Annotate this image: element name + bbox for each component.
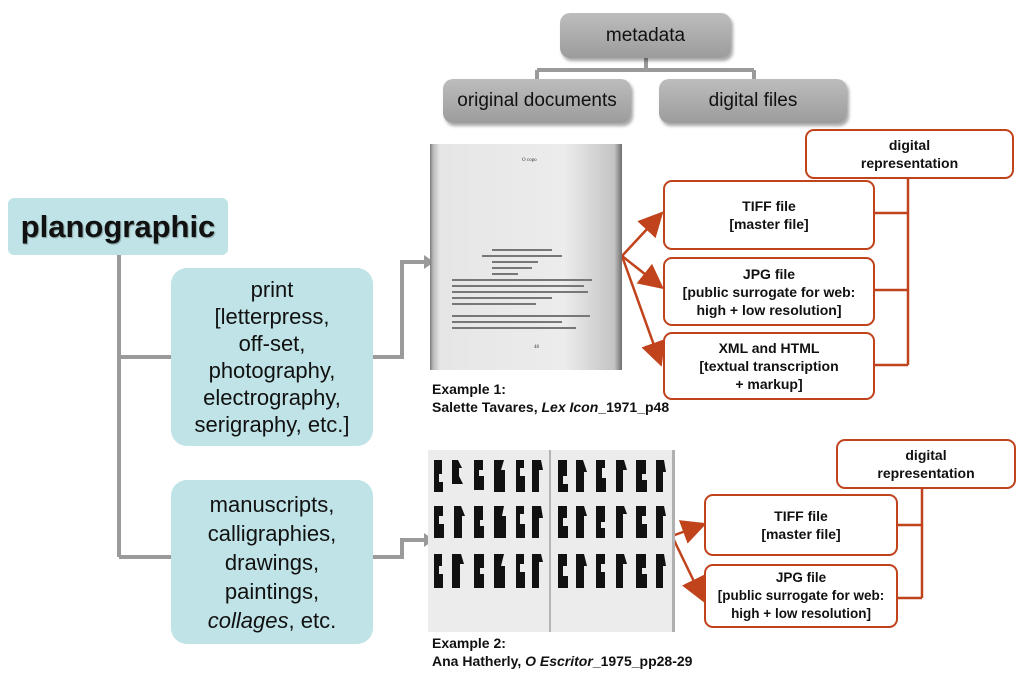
manuscripts-line: paintings,	[224, 578, 320, 604]
example2-digital-representation-box: digital representation	[836, 439, 1016, 489]
example2-orange-lines	[670, 487, 924, 603]
digital-line: digital	[905, 447, 947, 463]
metadata-label: metadata	[605, 24, 686, 46]
print-line: photography,	[208, 358, 336, 383]
jpg-desc-2: high + low resolution]	[696, 301, 842, 318]
example2-caption: Example 2: Ana Hatherly, O Escritor_1975…	[432, 634, 692, 670]
original-documents-box: original documents	[443, 79, 631, 123]
digital-files-label: digital files	[708, 90, 798, 111]
manuscripts-line: manuscripts,	[209, 491, 335, 517]
example2-title: O Escritor	[525, 653, 593, 669]
xml-title: XML and HTML	[718, 340, 820, 356]
etc-text: , etc.	[288, 607, 337, 633]
print-line: off-set,	[238, 331, 306, 356]
planographic-box: planographic	[8, 198, 228, 255]
example2-jpg-box: JPG file [public surrogate for web: high…	[704, 564, 898, 628]
metadata-box: metadata	[560, 13, 731, 58]
xml-desc-1: [textual transcription	[699, 358, 839, 374]
tiff-title: TIFF file	[742, 198, 796, 214]
jpg-desc-1: [public surrogate for web:	[682, 283, 856, 300]
page-text-block	[452, 249, 592, 335]
print-line: electrography,	[203, 385, 341, 410]
xml-desc-2: + markup]	[735, 376, 803, 392]
planographic-tree-lines	[117, 254, 426, 559]
original-documents-label: original documents	[457, 90, 617, 111]
example1-caption: Example 1: Salette Tavares, Lex Icon_197…	[432, 380, 669, 416]
example1-author: Salette Tavares,	[432, 399, 542, 415]
representation-line: representation	[877, 465, 975, 481]
page-heading: O copo	[522, 158, 537, 163]
manuscripts-box: manuscripts, calligraphies, drawings, pa…	[171, 480, 373, 644]
example2-author: Ana Hatherly,	[432, 653, 526, 669]
collage-figures	[428, 450, 672, 632]
example1-page-photo: O copo 48	[430, 144, 622, 370]
tiff-title: TIFF file	[774, 508, 828, 524]
print-line: serigraphy, etc.]	[194, 412, 350, 437]
planographic-label: planographic	[20, 208, 216, 244]
example1-suffix: _1971_p48	[598, 399, 670, 415]
example1-tiff-box: TIFF file [master file]	[663, 180, 875, 250]
manuscripts-line: calligraphies,	[207, 520, 337, 546]
example1-digital-representation-box: digital representation	[805, 129, 1014, 179]
jpg-title: JPG file	[742, 265, 796, 282]
digital-files-box: digital files	[659, 79, 847, 123]
tiff-desc: [master file]	[729, 216, 809, 232]
example1-label: Example 1:	[432, 381, 506, 397]
example2-spread-photo	[428, 450, 675, 632]
print-line: print	[250, 277, 294, 302]
example2-suffix: _1975_pp28-29	[592, 653, 693, 669]
collages-italic: collages	[207, 607, 289, 633]
example2-tiff-box: TIFF file [master file]	[704, 494, 898, 556]
example1-orange-lines	[620, 178, 910, 367]
example1-xml-html-box: XML and HTML [textual transcription + ma…	[663, 332, 875, 400]
print-box: print [letterpress, off-set, photography…	[171, 268, 373, 446]
jpg-desc-1: [public surrogate for web:	[717, 588, 885, 603]
example2-label: Example 2:	[432, 635, 506, 651]
representation-line: representation	[860, 155, 959, 171]
jpg-desc-2: high + low resolution]	[731, 606, 871, 621]
metadata-tree-lines	[535, 58, 756, 80]
tiff-desc: [master file]	[761, 526, 841, 542]
example1-title: Lex Icon	[541, 399, 599, 415]
manuscripts-line: collages, etc.	[208, 606, 336, 635]
example1-jpg-box: JPG file [public surrogate for web: high…	[663, 257, 875, 326]
manuscripts-line: drawings,	[224, 549, 320, 575]
digital-line: digital	[888, 137, 931, 153]
jpg-title: JPG file	[775, 570, 827, 585]
page-number: 48	[534, 345, 539, 350]
print-line: [letterpress,	[214, 304, 330, 329]
